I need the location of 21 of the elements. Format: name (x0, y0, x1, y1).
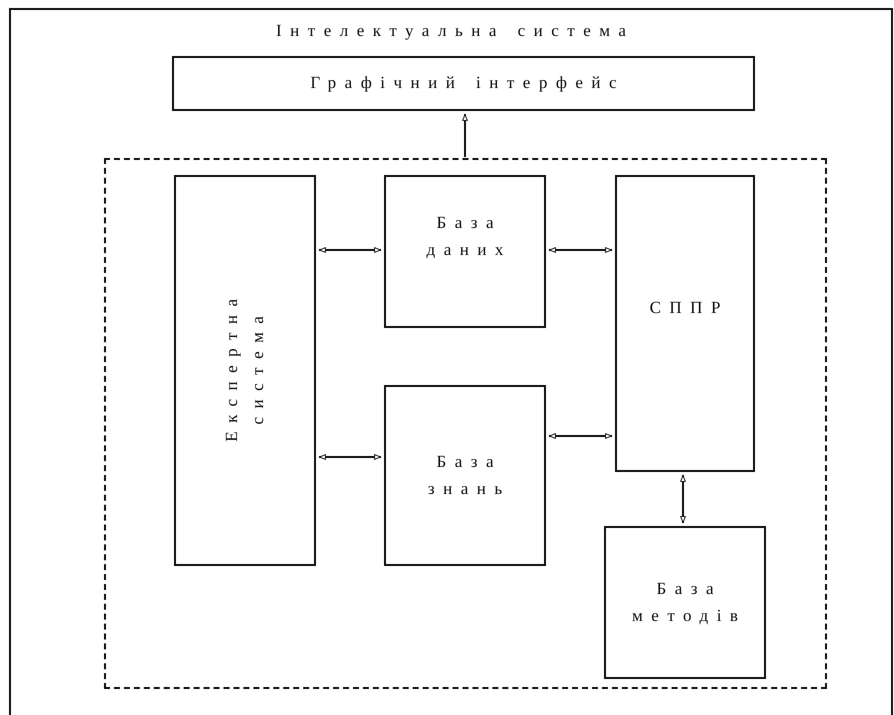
process-box (174, 175, 316, 566)
arrow (462, 114, 468, 157)
process-box (604, 526, 766, 679)
double-arrow (319, 454, 381, 460)
frame-title: Інтелектуальна система (275, 20, 634, 42)
double-arrow (680, 475, 686, 523)
box-label: Графічний інтерфейс (309, 72, 626, 94)
process-box (384, 385, 546, 566)
box-label: Експертна система (220, 290, 268, 444)
process-box (384, 175, 546, 328)
dashed-group-box (104, 158, 827, 689)
box-label: База методів (631, 578, 748, 626)
box-label: СППР (648, 297, 729, 320)
system-frame (9, 8, 893, 715)
double-arrow (549, 433, 612, 439)
double-arrow (549, 247, 612, 253)
process-box (615, 175, 755, 472)
box-label: База даних (426, 212, 513, 260)
process-box (172, 56, 755, 111)
double-arrow (319, 247, 381, 253)
box-label: База знань (426, 451, 512, 500)
